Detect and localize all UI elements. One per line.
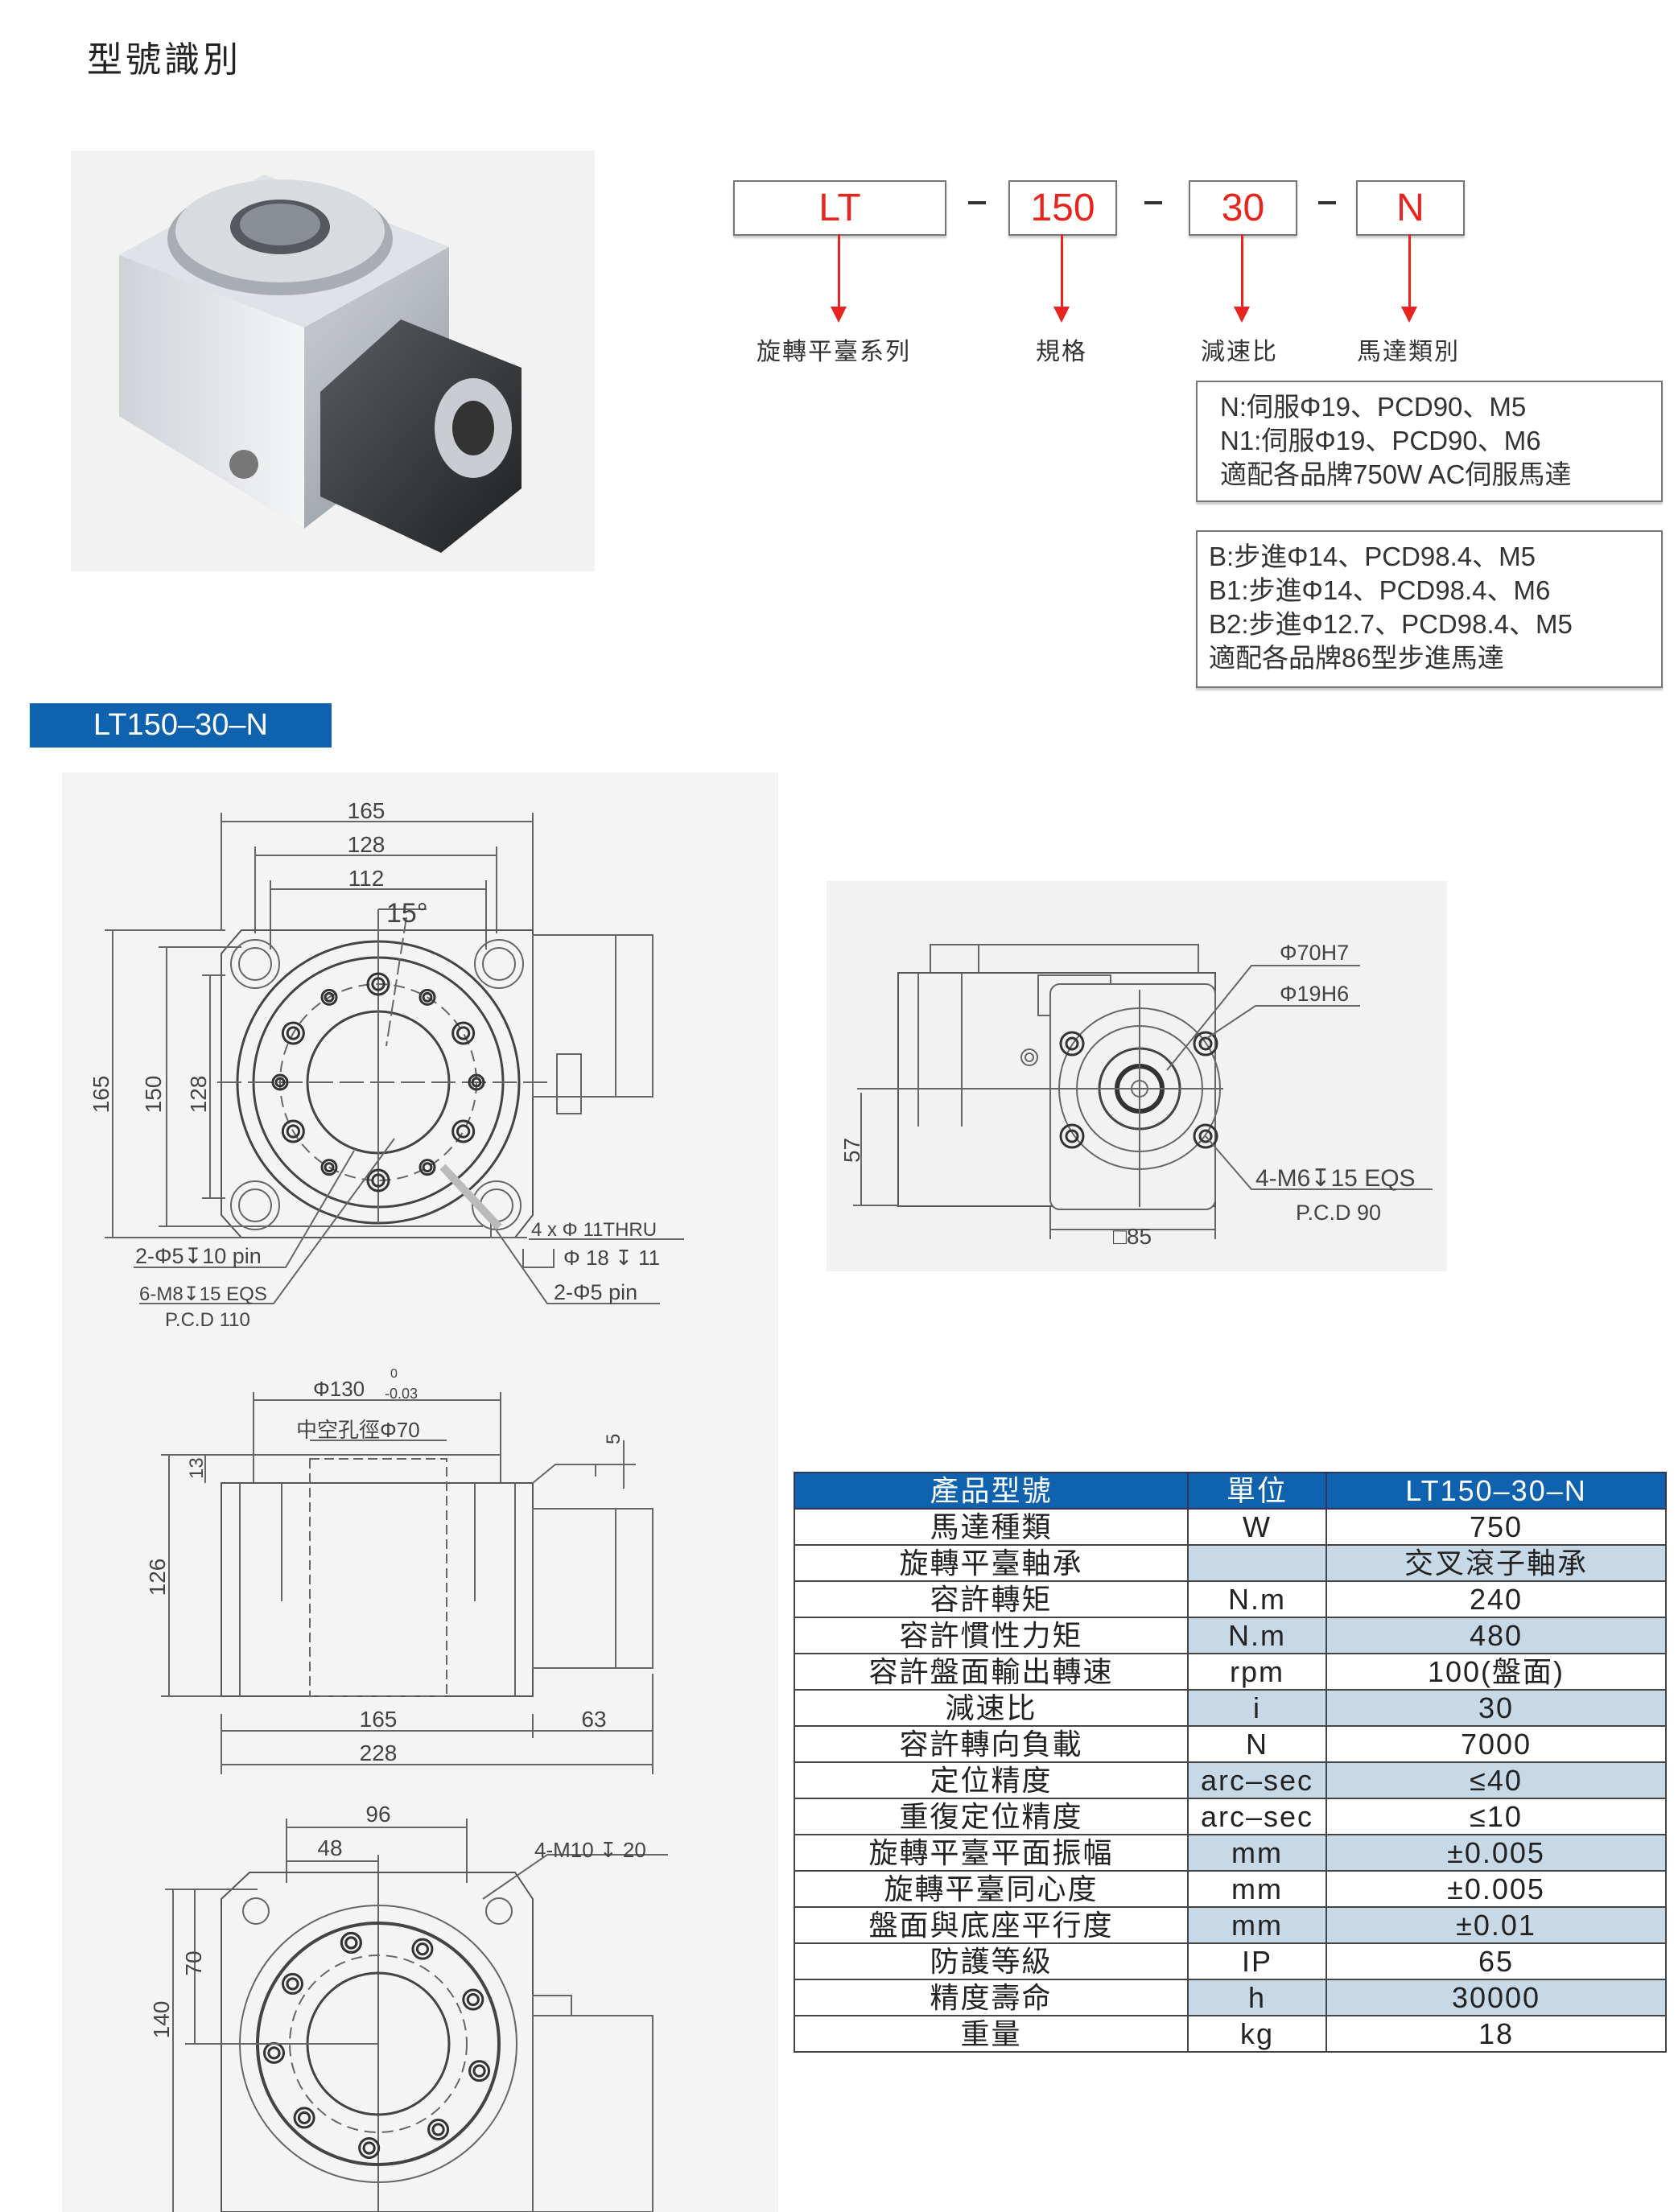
spec-unit: N — [1187, 1725, 1327, 1763]
drawing-panel-right — [827, 881, 1447, 1271]
spec-unit: mm — [1187, 1906, 1327, 1944]
label-series: 旋轉平臺系列 — [757, 339, 911, 365]
table-header-row: 產品型號 單位 LT150–30–N — [794, 1472, 1667, 1510]
spec-unit: N.m — [1187, 1617, 1327, 1654]
note-line: N:伺服Φ19、PCD90、M5 — [1220, 392, 1527, 422]
rotary-table-image — [119, 175, 522, 553]
header-unit: 單位 — [1187, 1472, 1327, 1510]
spec-unit: mm — [1187, 1834, 1327, 1872]
header-value: LT150–30–N — [1325, 1472, 1667, 1510]
page-title: 型號識別 — [87, 40, 241, 80]
stepper-options-note: B:步進Φ14、PCD98.4、M5 B1:步進Φ14、PCD98.4、M6 B… — [1196, 530, 1663, 688]
note-line: 適配各品牌86型步進馬達 — [1209, 643, 1504, 673]
spec-unit — [1187, 1544, 1327, 1582]
model-tag: LT150–30–N — [30, 703, 332, 748]
spec-value: ±0.005 — [1325, 1834, 1667, 1872]
spec-unit: arc–sec — [1187, 1798, 1327, 1835]
spec-value: ±0.01 — [1325, 1906, 1667, 1944]
spec-name: 旋轉平臺平面振幅 — [794, 1834, 1189, 1872]
spec-name: 盤面與底座平行度 — [794, 1906, 1189, 1944]
code-size-box: 150 — [1008, 180, 1117, 236]
arrow-down-icon — [831, 234, 847, 323]
arrow-down-icon — [1053, 234, 1070, 323]
spec-unit: N.m — [1187, 1580, 1327, 1618]
label-size: 規格 — [1036, 339, 1087, 365]
spec-value: 30000 — [1325, 1979, 1667, 2016]
spec-value: 100(盤面) — [1325, 1653, 1667, 1691]
spec-name: 容許盤面輸出轉速 — [794, 1653, 1189, 1691]
spec-name: 容許轉矩 — [794, 1580, 1189, 1618]
spec-value: ≤40 — [1325, 1761, 1667, 1799]
code-separator — [968, 201, 986, 204]
spec-name: 旋轉平臺軸承 — [794, 1544, 1189, 1582]
spec-value: 7000 — [1325, 1725, 1667, 1763]
spec-name: 防護等級 — [794, 1942, 1189, 1980]
spec-name: 重量 — [794, 2015, 1189, 2053]
spec-unit: i — [1187, 1689, 1327, 1727]
note-line: B:步進Φ14、PCD98.4、M5 — [1209, 542, 1536, 571]
label-ratio: 減速比 — [1201, 339, 1278, 365]
note-line: B2:步進Φ12.7、PCD98.4、M5 — [1209, 609, 1573, 639]
drawing-panel-left — [62, 772, 778, 2212]
spec-value: 30 — [1325, 1689, 1667, 1727]
spec-value: 750 — [1325, 1508, 1667, 1546]
spec-value: 65 — [1325, 1942, 1667, 1980]
spec-value: ≤10 — [1325, 1798, 1667, 1835]
spec-name: 精度壽命 — [794, 1979, 1189, 2016]
spec-unit: IP — [1187, 1942, 1327, 1980]
spec-name: 重復定位精度 — [794, 1798, 1189, 1835]
spec-unit: h — [1187, 1979, 1327, 2016]
spec-value: 交叉滾子軸承 — [1325, 1544, 1667, 1582]
note-line: 適配各品牌750W AC伺服馬達 — [1220, 459, 1572, 489]
spec-unit: W — [1187, 1508, 1327, 1546]
arrow-down-icon — [1401, 234, 1417, 323]
code-series-box: LT — [733, 180, 946, 236]
note-line: B1:步進Φ14、PCD98.4、M6 — [1209, 575, 1551, 605]
spec-unit: kg — [1187, 2015, 1327, 2053]
spec-name: 馬達種類 — [794, 1508, 1189, 1546]
spec-unit: rpm — [1187, 1653, 1327, 1691]
arrow-down-icon — [1234, 234, 1250, 323]
spec-name: 旋轉平臺同心度 — [794, 1870, 1189, 1908]
spec-unit: arc–sec — [1187, 1761, 1327, 1799]
code-separator — [1318, 201, 1336, 204]
code-separator — [1144, 201, 1162, 204]
spec-value: ±0.005 — [1325, 1870, 1667, 1908]
spec-value: 18 — [1325, 2015, 1667, 2053]
spec-name: 容許慣性力矩 — [794, 1617, 1189, 1654]
product-photo — [71, 150, 595, 571]
spec-unit: mm — [1187, 1870, 1327, 1908]
spec-name: 定位精度 — [794, 1761, 1189, 1799]
label-motor-type: 馬達類別 — [1357, 339, 1460, 365]
code-ratio-box: 30 — [1189, 180, 1297, 236]
spec-name: 減速比 — [794, 1689, 1189, 1727]
spec-value: 240 — [1325, 1580, 1667, 1618]
spec-name: 容許轉向負載 — [794, 1725, 1189, 1763]
spec-value: 480 — [1325, 1617, 1667, 1654]
servo-options-note: N:伺服Φ19、PCD90、M5 N1:伺服Φ19、PCD90、M6 適配各品牌… — [1196, 381, 1663, 502]
header-model: 產品型號 — [794, 1472, 1189, 1510]
table-row: 旋轉平臺軸承 交叉滾子軸承 — [794, 1544, 1667, 1582]
note-line: N1:伺服Φ19、PCD90、M6 — [1220, 426, 1541, 455]
code-motor-box: N — [1356, 180, 1465, 236]
